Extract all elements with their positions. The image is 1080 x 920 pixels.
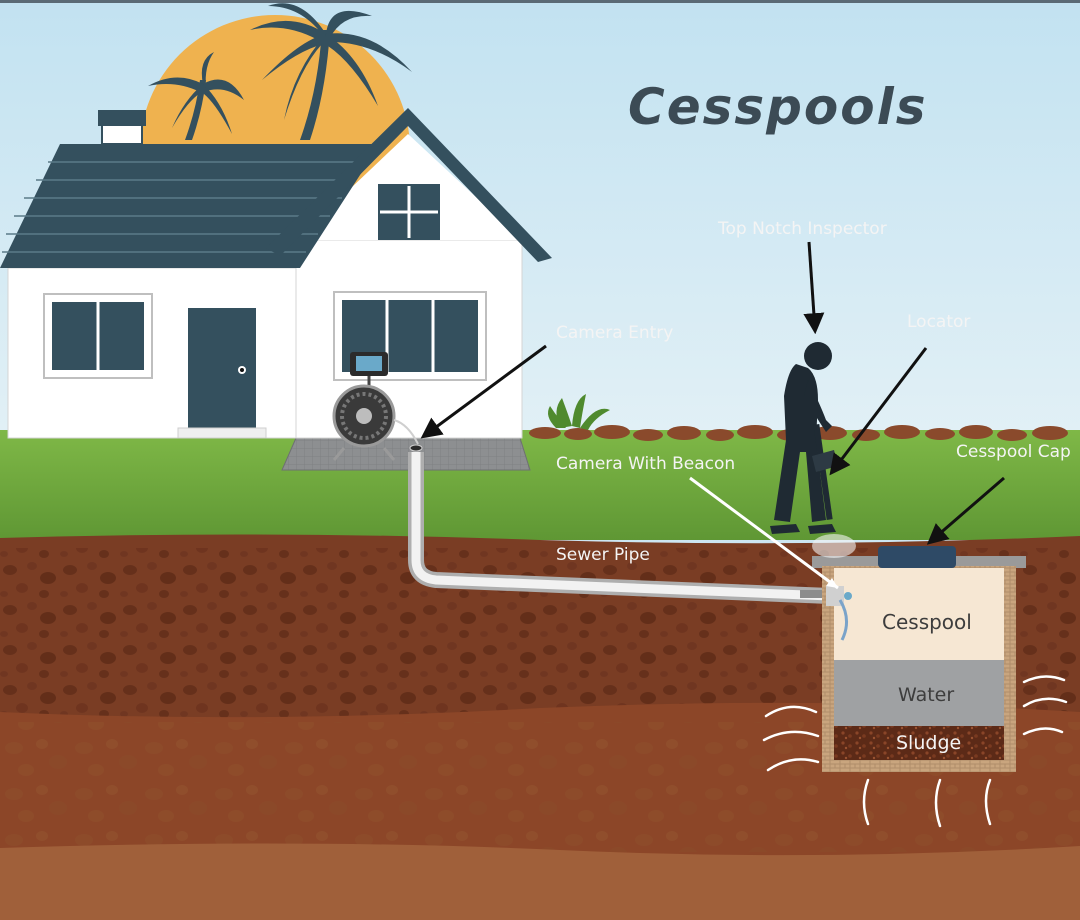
camera-reel-icon: [332, 352, 419, 461]
arrow-cesspool-cap: [926, 476, 1005, 545]
soil-bottom-layer: [0, 843, 1080, 920]
house: [0, 108, 552, 439]
seepage-lines: [762, 675, 1068, 828]
arrow-camera-beacon: [689, 476, 839, 590]
label-cesspool-cap: Cesspool Cap: [956, 442, 1071, 462]
label-sludge: Sludge: [896, 732, 962, 754]
label-water: Water: [898, 684, 955, 706]
palm-tree-icon: [148, 3, 412, 140]
label-camera-with-beacon: Camera With Beacon: [556, 454, 736, 474]
arrow-inspector: [803, 241, 825, 335]
rock-border: [529, 425, 1068, 441]
arrow-locator: [829, 347, 928, 476]
label-locator: Locator: [907, 312, 971, 332]
label-top-notch-inspector: Top Notch Inspector: [718, 219, 887, 239]
label-cesspool: Cesspool: [882, 610, 972, 634]
label-camera-entry: Camera Entry: [556, 323, 674, 343]
label-sewer-pipe: Sewer Pipe: [556, 545, 650, 565]
patio-slab: [281, 437, 531, 471]
cesspool-structure: [812, 534, 1026, 772]
inspector-silhouette-icon: [770, 342, 838, 534]
arrow-camera-entry: [420, 344, 547, 439]
grass: [0, 430, 1080, 540]
arrows: [420, 241, 1005, 545]
page-title: Cesspools: [628, 78, 928, 136]
bush-icon: [548, 394, 610, 430]
